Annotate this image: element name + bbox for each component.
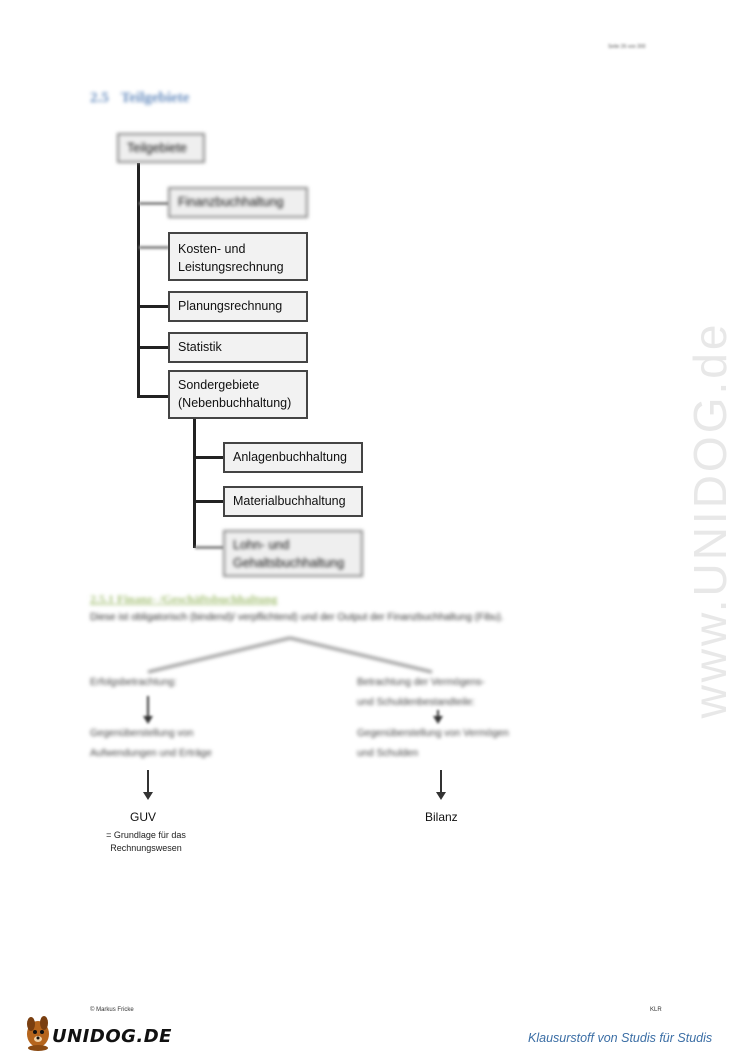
subtree-branch-line xyxy=(195,500,224,503)
flow-left-note-line2: Rechnungswesen xyxy=(110,843,182,853)
subtree-branch-line xyxy=(195,546,224,549)
subtree-branch-line xyxy=(195,456,224,459)
footer-logo-text: UNIDOG.DE xyxy=(52,1026,172,1047)
tree-branch-line xyxy=(139,202,169,205)
footer-tagline: Klausurstoff von Studis für Studis xyxy=(528,1031,713,1045)
subsection-title: Finanz- /Geschäftsbuchhaltung xyxy=(117,592,278,606)
page-number: Seite 26 von 300 xyxy=(608,44,646,50)
subtree-trunk-line xyxy=(193,418,196,548)
flow-split-lines xyxy=(147,636,433,674)
flow-left-step2: Gegenüberstellung von Aufwendungen und E… xyxy=(90,724,212,764)
flow-left-arrow-1 xyxy=(143,696,153,724)
flow-left-arrow-2 xyxy=(143,770,153,800)
flow-right-arrow-1 xyxy=(433,710,443,724)
flow-right-step2: Gegenüberstellung von Vermögen und Schul… xyxy=(357,724,509,764)
tree-branch-line xyxy=(139,395,169,398)
flow-left-note: = Grundlage für das Rechnungswesen xyxy=(96,829,196,855)
tree-branch-line xyxy=(139,346,169,349)
flow-right-step2-line1: Gegenüberstellung von Vermögen xyxy=(357,728,509,739)
tree-node-lohn-gehaltsbuchhaltung: Lohn- und Gehaltsbuchhaltung xyxy=(223,530,363,577)
section-title: Teilgebiete xyxy=(120,90,190,106)
tree-branch-line xyxy=(139,246,169,249)
tree-node-statistik: Statistik xyxy=(168,332,308,363)
section-number: 2.5 xyxy=(90,90,109,106)
flow-left-step1: Erfolgsbetrachtung: xyxy=(90,677,177,688)
tree-node-kosten-leistungsrechnung: Kosten- und Leistungsrechnung xyxy=(168,232,308,281)
flow-right-step2-line2: und Schulden xyxy=(357,748,419,759)
flow-left-result: GUV xyxy=(130,810,157,824)
flow-right-step1-line2: und Schuldenbestandteile: xyxy=(357,697,475,708)
tree-node-sondergebiete: Sondergebiete (Nebenbuchhaltung) xyxy=(168,370,308,419)
subsection-heading: 2.5.1 Finanz- /Geschäftsbuchhaltung xyxy=(90,592,277,607)
footer-author: © Markus Fricke xyxy=(90,1007,134,1013)
section-heading: 2.5 Teilgebiete xyxy=(90,90,189,107)
flow-left-step2-line2: Aufwendungen und Erträge xyxy=(90,748,212,759)
watermark-text: www.UNIDOG.de xyxy=(684,321,736,719)
flow-right-step1-line1: Betrachtung der Vermögens- xyxy=(357,677,485,688)
flow-right-result: Bilanz xyxy=(425,810,458,824)
tree-root-box: Teilgebiete xyxy=(117,133,205,163)
footer-subject: KLR xyxy=(650,1007,662,1013)
flow-left-note-line1: = Grundlage für das xyxy=(106,830,186,840)
flow-left-step2-line1: Gegenüberstellung von xyxy=(90,728,194,739)
tree-node-finanzbuchhaltung: Finanzbuchhaltung xyxy=(168,187,308,218)
flow-right-step1: Betrachtung der Vermögens- und Schuldenb… xyxy=(357,673,485,713)
flow-right-arrow-2 xyxy=(436,770,446,800)
unidog-dog-logo-icon xyxy=(27,1016,49,1051)
tree-trunk-line xyxy=(137,163,140,398)
tree-node-anlagenbuchhaltung: Anlagenbuchhaltung xyxy=(223,442,363,473)
subsection-number: 2.5.1 xyxy=(90,592,114,606)
tree-node-planungsrechnung: Planungsrechnung xyxy=(168,291,308,322)
subsection-intro: Diese ist obligatorisch (bindend)/ verpf… xyxy=(90,612,504,623)
tree-branch-line xyxy=(139,305,169,308)
tree-node-materialbuchhaltung: Materialbuchhaltung xyxy=(223,486,363,517)
